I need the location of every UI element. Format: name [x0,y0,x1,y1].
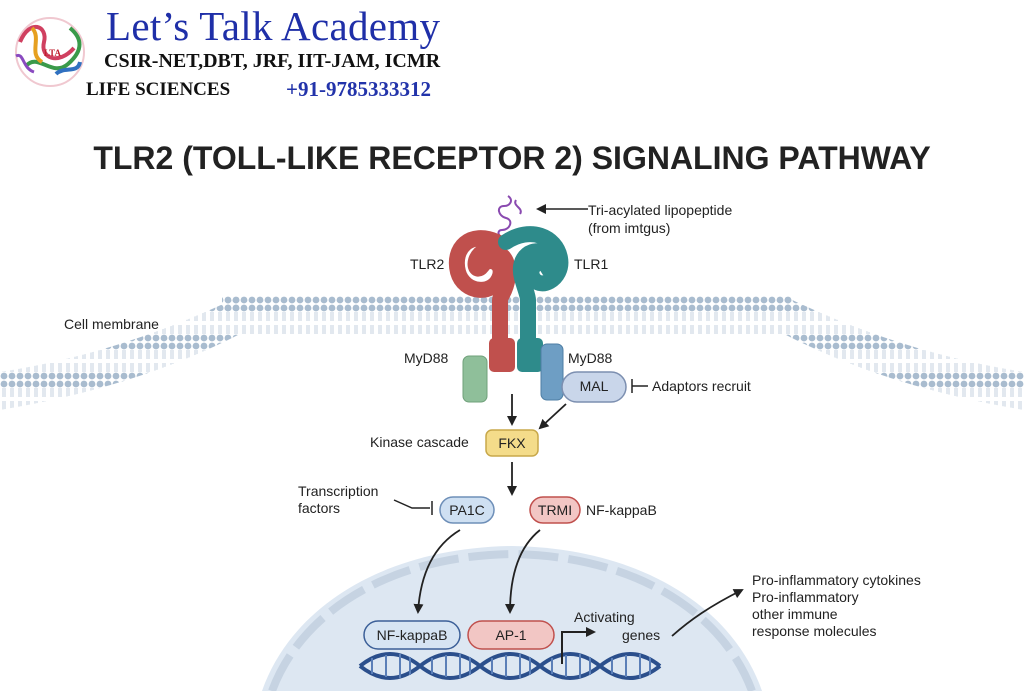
subject-label: LIFE SCIENCES [86,79,231,100]
nfkb-nucleus-label: NF-kappaB [376,627,448,643]
nfkb-nucleus-shape [363,620,461,650]
transcription-factors-label-2: factors [298,500,341,516]
activating-genes-label: genes [622,627,661,643]
exam-list: CSIR-NET,DBT, JRF, IIT-JAM, ICMR [104,50,441,72]
myd88-left-block [462,355,488,403]
nucleus [262,546,762,691]
pa1c-shape [439,496,495,524]
output-label-4: response molecules [752,623,877,639]
pa1c-label: PA1C [449,502,485,518]
tlr1-receptor [498,226,569,372]
ligand-label: Tri-acylated lipopeptide [588,202,733,218]
svg-text:LTA: LTA [44,48,62,58]
ligand-source-label: (from imtgus) [588,220,671,236]
fkx-label: FKX [498,435,526,451]
tlr2-label: TLR2 [410,256,445,272]
academy-name: Let’s Talk Academy [106,3,441,49]
fkx-shape [485,429,539,457]
ap1-label: AP-1 [495,627,527,643]
output-label-2: Pro-inflammatory [752,589,859,605]
tlr2-receptor [448,230,517,372]
ap1-shape [467,620,555,650]
lipopeptide-icon [497,195,512,241]
logo-molecule-icon: LTA [15,17,85,87]
transcription-factors-label: Transcription [298,483,379,499]
trmi-shape [529,496,581,524]
myd88-left-label: MyD88 [404,350,449,366]
phone-number: +91-9785333312 [286,77,431,101]
cell-membrane-label: Cell membrane [64,316,159,332]
output-label-3: other immune [752,606,838,622]
dna-helix-icon [358,652,662,680]
myd88-right-label: MyD88 [568,350,613,366]
logo: LTA [8,8,92,92]
lipopeptide-tail-icon [514,199,522,215]
nfkb-label: NF-kappaB [586,502,657,518]
adaptors-label: Adaptors recruit [652,378,751,394]
trmi-label: TRMI [537,502,573,518]
activating-label: Activating [574,609,635,625]
mal-label: MAL [579,378,609,394]
page-title: TLR2 (TOLL-LIKE RECEPTOR 2) SIGNALING PA… [93,140,931,176]
output-label-1: Pro-inflammatory cytokines [752,572,921,588]
tlr1-label: TLR1 [574,256,609,272]
kinase-cascade-label: Kinase cascade [370,434,469,450]
myd88-right-block [540,343,564,401]
mal-shape [561,371,627,403]
